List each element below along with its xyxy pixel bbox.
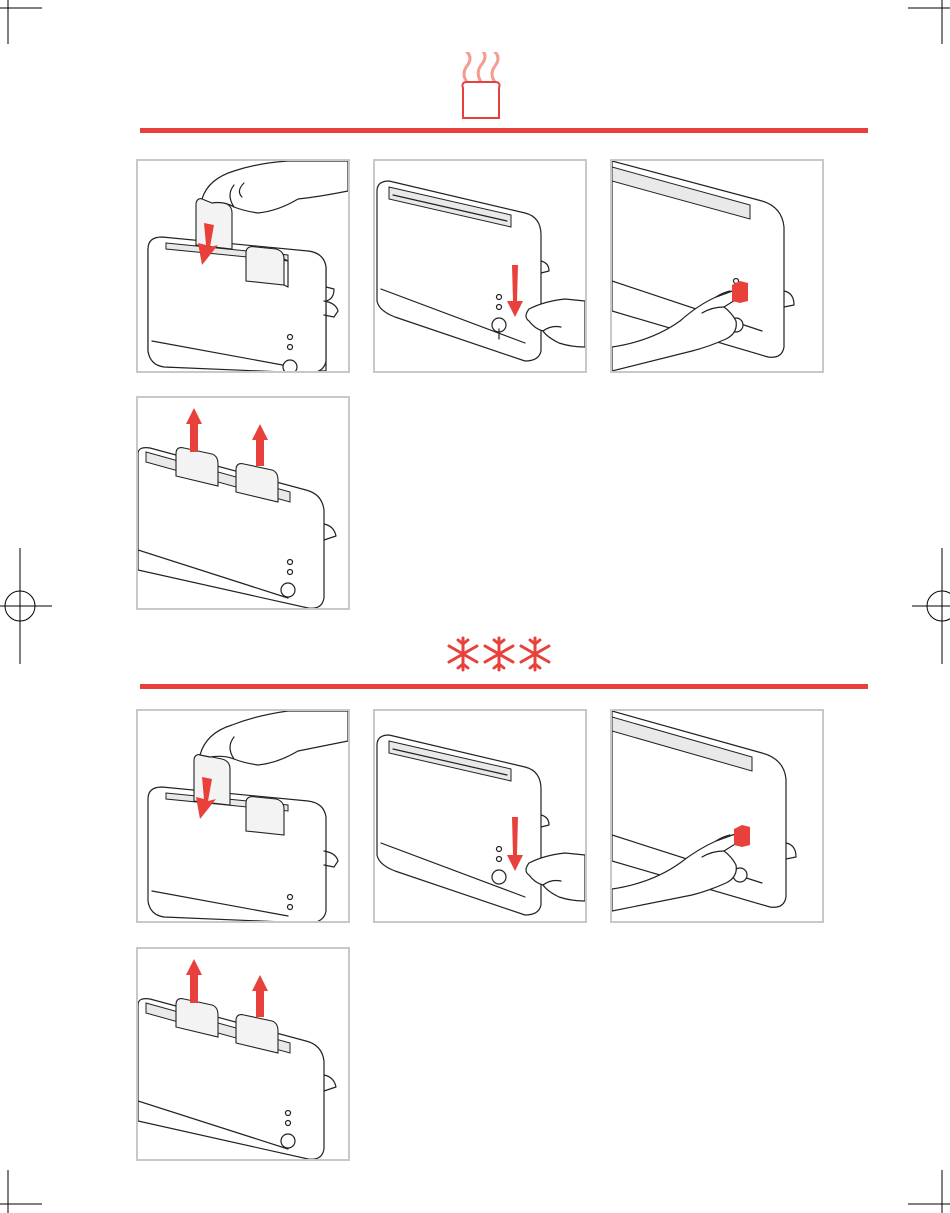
section-divider	[140, 684, 868, 689]
section-divider	[140, 128, 868, 133]
step-panel-insert-bread	[136, 709, 350, 923]
step-panel-remove-toast	[136, 396, 350, 610]
step-panel-press-lever	[373, 709, 587, 923]
step-panel-press-button	[610, 159, 824, 373]
snowflake-icon	[521, 638, 549, 670]
step-panel-insert-bread	[136, 159, 350, 373]
snowflake-icon-group	[445, 636, 553, 672]
steaming-toast-icon	[455, 52, 507, 122]
snowflake-icon	[485, 638, 513, 670]
snowflake-icon	[449, 638, 477, 670]
step-panel-remove-toast	[136, 947, 350, 1161]
step-panel-press-defrost-button	[610, 709, 824, 923]
step-panel-press-lever	[373, 159, 587, 373]
